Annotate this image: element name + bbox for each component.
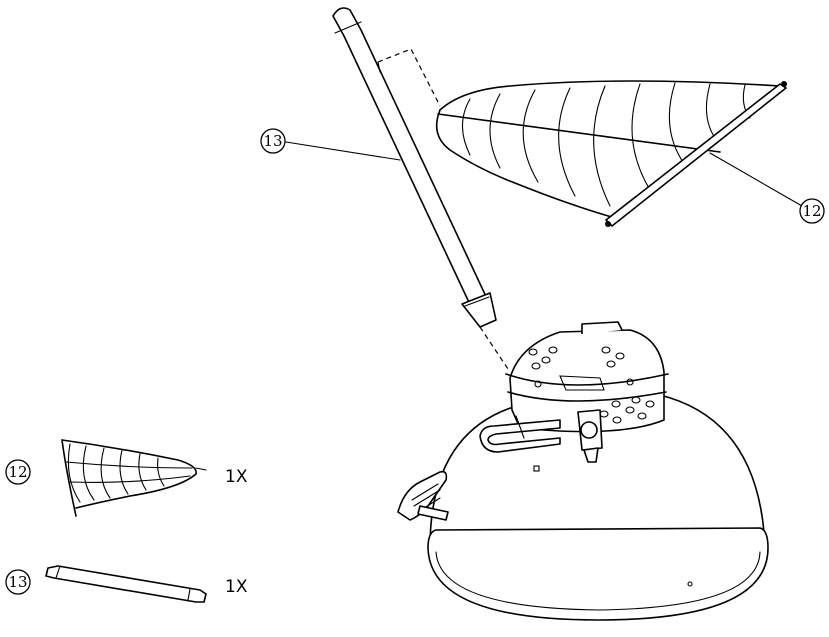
grate-part-12 [435, 80, 787, 227]
vent-holes [528, 346, 655, 424]
parts-list-12-quantity: 1X [225, 467, 248, 487]
parts-list-row-12: 12 1X [5, 439, 248, 517]
grate-thumbnail [61, 439, 207, 517]
callout-13-number: 13 [263, 132, 282, 150]
callout-12: 12 [709, 152, 825, 224]
pole-thumbnail [45, 565, 207, 603]
guide-line-bottom [479, 326, 511, 373]
base-bowl [397, 321, 769, 621]
parts-list-12-number: 12 [8, 463, 27, 481]
callout-12-number: 12 [802, 202, 821, 220]
pole-part-13 [332, 7, 497, 328]
callout-13: 13 [260, 128, 401, 161]
parts-list-13-quantity: 1X [225, 577, 248, 597]
guide-line-top [377, 48, 441, 107]
parts-list-row-13: 13 1X [5, 565, 248, 603]
parts-list-13-number: 13 [8, 573, 27, 591]
